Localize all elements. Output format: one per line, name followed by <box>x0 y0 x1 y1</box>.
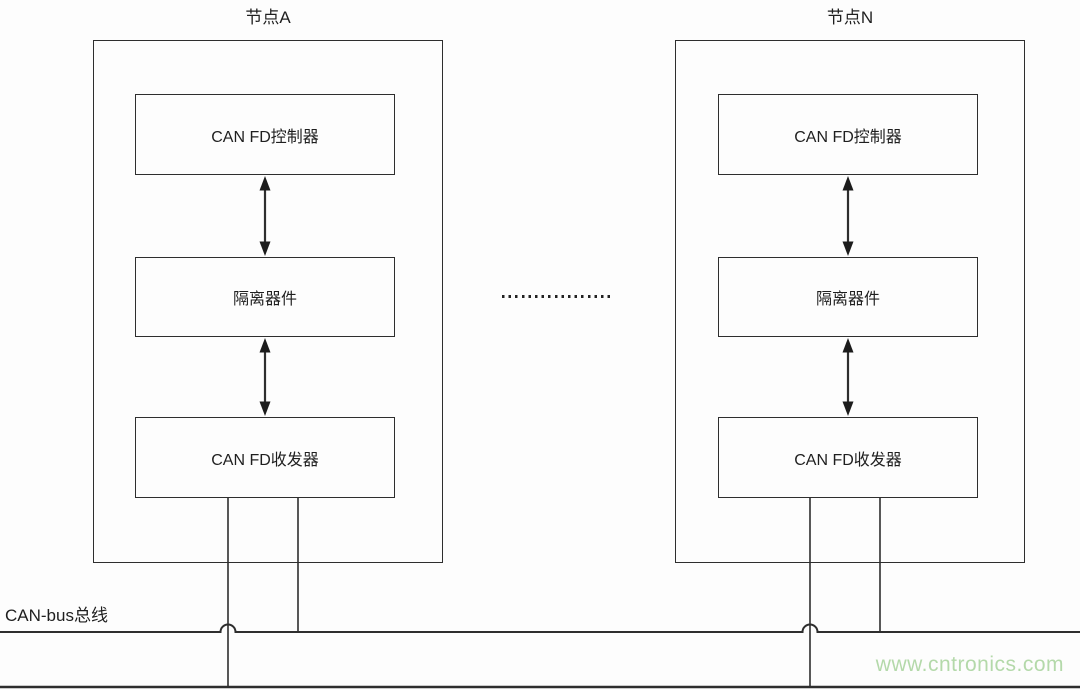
node-a-box <box>93 40 443 563</box>
node-n-controller-box: CAN FD控制器 <box>718 94 978 175</box>
bus-label: CAN-bus总线 <box>5 606 108 625</box>
node-a-controller-box: CAN FD控制器 <box>135 94 395 175</box>
node-a-isolator-box: 隔离器件 <box>135 257 395 337</box>
node-a-transceiver-box: CAN FD收发器 <box>135 417 395 498</box>
node-n-box <box>675 40 1025 563</box>
ellipsis-dots <box>502 295 614 298</box>
node-a-title: 节点A <box>245 8 291 27</box>
watermark-text: www.cntronics.com <box>875 653 1064 676</box>
bus-line-top <box>0 623 1080 633</box>
node-n-title: 节点N <box>826 8 874 27</box>
node-n-transceiver-box: CAN FD收发器 <box>718 417 978 498</box>
node-n-isolator-box: 隔离器件 <box>718 257 978 337</box>
